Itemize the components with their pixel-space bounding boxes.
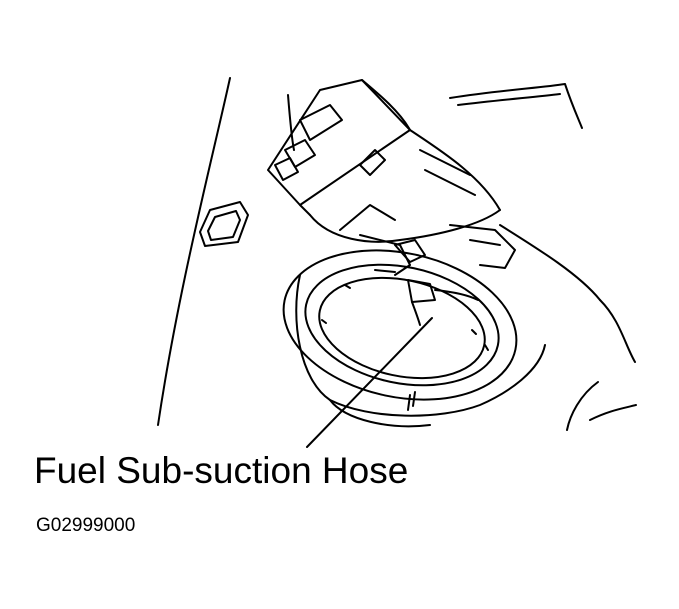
callout-leader-line <box>306 317 433 448</box>
sub-suction-hose <box>359 224 516 326</box>
body-panel <box>157 77 637 431</box>
callout-label: Fuel Sub-suction Hose <box>34 450 409 491</box>
panel-grommet <box>199 201 249 247</box>
figure-id-label: G02999000 <box>36 515 136 536</box>
fuel-pump-assembly <box>267 79 501 243</box>
